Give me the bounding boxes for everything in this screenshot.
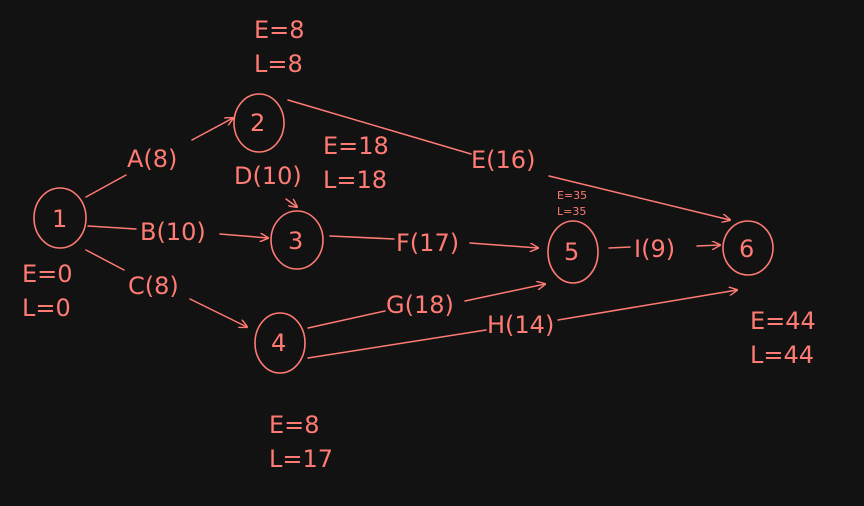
node-times: E=0 L=0 E=8 L=8 E=18 L=18 E=8 L=17 E=35 … (22, 16, 816, 473)
edge-label-f: F(17) (396, 229, 459, 257)
edge-label-a: A(8) (127, 145, 177, 173)
edge-label-h: H(14) (487, 311, 554, 339)
node-1-label: 1 (52, 205, 67, 233)
node-4-label: 4 (271, 329, 286, 357)
edges (85, 99, 737, 359)
edge-label-i: I(9) (634, 235, 675, 263)
edge-f (329, 235, 395, 240)
node-4-circle (254, 312, 306, 374)
node-1-latest: L=0 (22, 294, 71, 322)
node-6-latest: L=44 (750, 341, 814, 369)
node-2-label: 2 (250, 109, 265, 137)
edge-label-g: G(18) (386, 291, 454, 319)
edge-g-arrow (464, 284, 545, 302)
edge-i (608, 246, 631, 249)
node-6-earliest: E=44 (750, 307, 816, 335)
edge-a-arrow (191, 118, 233, 141)
node-5-earliest: E=35 (557, 189, 587, 202)
edge-b-arrow (219, 234, 268, 238)
edge-b (87, 225, 137, 230)
node-4-latest: L=17 (269, 445, 333, 473)
node-6-circle (722, 220, 774, 276)
edge-e-arrow (548, 175, 730, 220)
edge-d-arrow (285, 198, 297, 207)
edge-e (287, 99, 472, 155)
node-6-label: 6 (739, 235, 754, 263)
edge-c-arrow (189, 298, 247, 327)
node-1-earliest: E=0 (22, 260, 73, 288)
node-3-earliest: E=18 (323, 132, 389, 160)
edge-labels: A(8) B(10) C(8) D(10) E(16) F(17) G(18) … (127, 145, 675, 339)
node-4-earliest: E=8 (269, 411, 320, 439)
edge-h (307, 329, 487, 359)
edge-c (85, 249, 125, 271)
node-3-latest: L=18 (323, 166, 387, 194)
edge-g (307, 310, 386, 329)
edge-label-b: B(10) (140, 218, 206, 246)
nodes: 1 2 3 4 5 6 (33, 93, 774, 374)
node-5-circle (547, 220, 599, 284)
node-3-label: 3 (288, 227, 303, 255)
edge-label-d: D(10) (234, 162, 302, 190)
node-2-earliest: E=8 (254, 16, 305, 44)
node-5-latest: L=35 (557, 205, 586, 218)
edge-f-arrow (469, 242, 538, 248)
edge-label-c: C(8) (128, 272, 179, 300)
node-5-label: 5 (564, 238, 579, 266)
edge-i-arrow (696, 245, 720, 246)
edge-a (85, 174, 127, 198)
node-2-circle (233, 93, 285, 153)
node-2-latest: L=8 (254, 50, 303, 78)
node-3-circle (270, 210, 324, 270)
edge-label-e: E(16) (471, 146, 535, 174)
node-1-circle (33, 187, 87, 249)
edge-h-arrow (557, 290, 737, 321)
